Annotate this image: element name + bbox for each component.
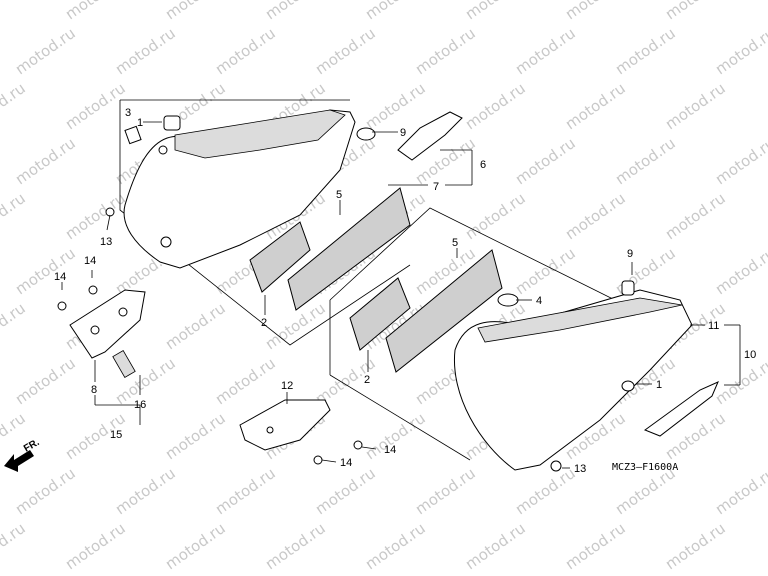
watermark-text: motod.ru [662,79,729,133]
callout-9-right: 9 [627,248,633,260]
callout-3: 3 [125,107,131,119]
watermark-text: motod.ru [162,519,229,573]
watermark-text: motod.ru [712,134,768,188]
watermark-text: motod.ru [712,464,768,518]
left-emblem [397,111,463,161]
watermark-text: motod.ru [612,134,679,188]
watermark-text: motod.ru [562,79,629,133]
front-direction-arrow: FR. [4,437,42,472]
watermark-text: motod.ru [0,79,29,133]
watermark-text: motod.ru [562,519,629,573]
left-foam-pads [249,187,411,311]
watermark-text: motod.ru [512,464,579,518]
callout-6: 6 [480,159,486,171]
watermark-text: motod.ru [512,134,579,188]
callout-5-right: 5 [452,237,458,249]
right-emblem [643,381,719,437]
watermark-text: motod.ru [62,79,129,133]
watermark-text: motod.ru [562,189,629,243]
leader-lines [61,121,741,469]
watermark-text: motod.ru [462,79,529,133]
watermark-text: motod.ru [0,519,29,573]
watermark-text: motod.ru [62,0,129,23]
callout-2-right: 2 [364,374,370,386]
watermark-text: motod.ru [212,464,279,518]
watermark-text: motod.ru [562,0,629,23]
watermark-text: motod.ru [662,0,729,23]
watermark-text: motod.ru [362,0,429,23]
direction-label: FR. [22,437,42,455]
under-panel [239,399,363,465]
watermark-text: motod.ru [112,24,179,78]
watermark-text: motod.ru [312,464,379,518]
watermark-text: motod.ru [462,0,529,23]
right-side-cover [453,280,693,472]
watermark-text: motod.ru [12,244,79,298]
watermark-text: motod.ru [412,464,479,518]
watermark-text: motod.ru [512,24,579,78]
watermark-text: motod.ru [0,189,29,243]
watermark-text: motod.ru [362,79,429,133]
callout-1-right: 1 [656,379,662,391]
callout-14-upper-right: 14 [84,255,96,267]
callout-8: 8 [91,384,97,396]
callout-10: 10 [744,349,756,361]
callout-14-lower-right: 14 [384,444,396,456]
left-small-parts [105,115,376,217]
callout-13-right: 13 [574,463,586,475]
callout-11: 11 [708,320,719,332]
front-bracket [57,285,146,378]
watermark-text: motod.ru [62,189,129,243]
watermark-text: motod.ru [662,189,729,243]
watermark-text: motod.ru [412,24,479,78]
watermark-text: motod.ru [262,519,329,573]
right-cover-group [329,207,626,461]
watermark-text: motod.ru [12,354,79,408]
watermark-text: motod.ru [362,519,429,573]
watermark-text: motod.ru [212,354,279,408]
watermark-text: motod.ru [312,24,379,78]
watermark-text: motod.ru [662,519,729,573]
left-side-cover [123,109,356,269]
watermark-text: motod.ru [162,299,229,353]
watermark-text: motod.ru [0,299,29,353]
watermark-text: motod.ru [262,0,329,23]
diagram-code: MCZ3–F1600A [612,462,678,473]
callout-9-left: 9 [400,127,406,139]
watermark-text: motod.ru [12,134,79,188]
callout-7: 7 [433,181,439,193]
callout-5-left: 5 [336,189,342,201]
watermark-text: motod.ru [162,409,229,463]
watermark-text: motod.ru [162,0,229,23]
callout-15: 15 [110,429,122,441]
right-foam-pads [349,249,503,373]
callout-4: 4 [536,295,542,307]
watermark-text: motod.ru [712,24,768,78]
watermark-text: motod.ru [112,464,179,518]
watermark-text: motod.ru [462,189,529,243]
watermark-text: motod.ru [212,24,279,78]
watermark-text: motod.ru [0,0,29,23]
watermark-text: motod.ru [512,244,579,298]
callout-labels: 3 1 9 6 7 5 13 2 5 9 4 11 10 2 1 13 12 1… [54,107,756,475]
watermark-text: motod.ru [612,24,679,78]
watermark-text: motod.ru [12,24,79,78]
left-cover-group [119,99,411,346]
callout-14-lower-left: 14 [340,457,352,469]
watermark-text: motod.ru [462,519,529,573]
callout-16: 16 [134,399,146,411]
callout-2-left: 2 [261,317,267,329]
watermark-text: motod.ru [712,244,768,298]
callout-14-upper-left: 14 [54,271,66,283]
watermark-text: motod.ru [12,464,79,518]
callout-1-left: 1 [137,117,143,129]
watermark-text: motod.ru [62,519,129,573]
callout-13-left: 13 [100,236,112,248]
callout-12: 12 [281,380,293,392]
